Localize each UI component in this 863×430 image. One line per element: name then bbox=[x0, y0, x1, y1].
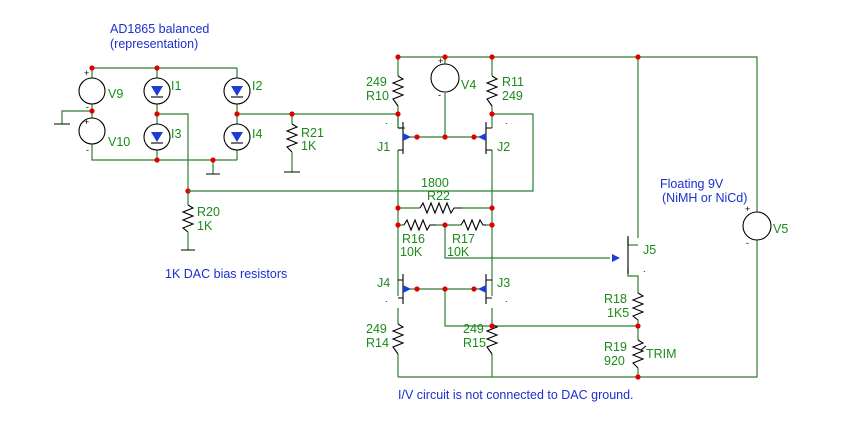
r15-label: R15 bbox=[463, 336, 486, 350]
i1-label: I1 bbox=[171, 79, 181, 93]
j3-dot: . bbox=[505, 294, 508, 304]
r19-resistor: R19 920 TRIM bbox=[604, 339, 677, 369]
dac-nodes bbox=[89, 65, 295, 194]
r16-label: R16 bbox=[402, 232, 425, 246]
j2-dot: . bbox=[505, 116, 508, 126]
r16-resistor: R16 10K bbox=[400, 218, 436, 259]
j1-dot: . bbox=[385, 116, 388, 126]
dac-bias-note: 1K DAC bias resistors bbox=[165, 267, 287, 281]
j4-label: J4 bbox=[377, 276, 390, 290]
r17-label: R17 bbox=[452, 232, 475, 246]
v4-plus: + bbox=[438, 56, 443, 66]
r21-resistor: R21 1K bbox=[285, 123, 324, 153]
r14-label: R14 bbox=[366, 336, 389, 350]
r20-label: R20 bbox=[197, 205, 220, 219]
j4-dot: . bbox=[385, 294, 388, 304]
v4-source: + - V4 bbox=[430, 56, 476, 100]
v9-plus: + bbox=[84, 68, 89, 78]
r15-resistor: 249 R15 bbox=[463, 322, 499, 355]
j2-jfet: J2 . bbox=[478, 116, 510, 154]
r18-value: 1K5 bbox=[607, 306, 629, 320]
title-line2: (representation) bbox=[110, 37, 198, 51]
title-line1: AD1865 balanced bbox=[110, 22, 209, 36]
i3-source: I3 bbox=[143, 123, 181, 151]
j1-jfet: J1 . bbox=[377, 116, 411, 154]
r10-value: 249 bbox=[366, 75, 387, 89]
r19-label: R19 bbox=[604, 340, 627, 354]
r10-resistor: 249 R10 bbox=[366, 75, 405, 107]
r21-value: 1K bbox=[301, 139, 317, 153]
r16-value: 10K bbox=[400, 245, 423, 259]
v9-source: + - V9 bbox=[78, 68, 123, 112]
r17-value: 10K bbox=[447, 245, 470, 259]
r22-label: R22 bbox=[427, 189, 450, 203]
i1-source: I1 bbox=[143, 77, 181, 105]
r22-resistor: 1800 R22 bbox=[419, 176, 462, 215]
j2-label: J2 bbox=[497, 140, 510, 154]
floating-note-line1: Floating 9V bbox=[660, 177, 724, 191]
floating-note-line2: (NiMH or NiCd) bbox=[662, 191, 747, 205]
r19-value: 920 bbox=[604, 354, 625, 368]
v10-label: V10 bbox=[108, 135, 130, 149]
r15-value: 249 bbox=[463, 322, 484, 336]
v10-plus: + bbox=[84, 117, 89, 127]
i2-label: I2 bbox=[252, 79, 262, 93]
annotations: AD1865 balanced (representation) 1K DAC … bbox=[110, 22, 747, 402]
r11-resistor: R11 249 bbox=[485, 75, 524, 107]
v5-label: V5 bbox=[773, 222, 788, 236]
r11-label: R11 bbox=[502, 75, 524, 89]
r11-value: 249 bbox=[502, 89, 523, 103]
v10-minus: - bbox=[86, 145, 89, 155]
v4-label: V4 bbox=[461, 78, 476, 92]
j5-jfet: J5 . bbox=[612, 236, 656, 274]
v9-minus: - bbox=[86, 102, 89, 112]
r14-resistor: 249 R14 bbox=[366, 322, 405, 355]
r10-label: R10 bbox=[366, 89, 389, 103]
v5-minus: - bbox=[746, 238, 749, 248]
j4-jfet: J4 . bbox=[377, 274, 411, 304]
iv-nodes bbox=[395, 54, 641, 380]
r20-value: 1K bbox=[197, 219, 213, 233]
dac-model: + - V9 + - V10 I1 I3 I bbox=[54, 65, 398, 251]
r17-resistor: R17 10K bbox=[447, 218, 486, 259]
r19-trim-label: TRIM bbox=[646, 347, 677, 361]
j3-jfet: J3 . bbox=[478, 274, 510, 304]
r20-resistor: R20 1K bbox=[181, 204, 220, 233]
j1-label: J1 bbox=[377, 140, 390, 154]
i4-label: I4 bbox=[252, 127, 262, 141]
v10-source: + - V10 bbox=[78, 117, 130, 155]
j5-dot: . bbox=[643, 264, 646, 274]
r14-value: 249 bbox=[366, 322, 387, 336]
j3-label: J3 bbox=[497, 276, 510, 290]
iv-ground-note: I/V circuit is not connected to DAC grou… bbox=[398, 388, 634, 402]
iv-circuit: 249 R10 R11 249 + - V4 J1 . J2 . bbox=[188, 54, 788, 380]
ground-symbols bbox=[54, 123, 300, 251]
r21-label: R21 bbox=[301, 126, 324, 140]
r22-value: 1800 bbox=[421, 176, 449, 190]
i4-source: I4 bbox=[223, 123, 262, 151]
v4-minus: - bbox=[438, 90, 441, 100]
i2-source: I2 bbox=[223, 77, 262, 105]
r18-resistor: R18 1K5 bbox=[604, 292, 645, 321]
v9-label: V9 bbox=[108, 87, 123, 101]
v5-plus: + bbox=[745, 204, 750, 214]
r18-label: R18 bbox=[604, 292, 627, 306]
i3-label: I3 bbox=[171, 127, 181, 141]
j5-label: J5 bbox=[643, 243, 656, 257]
v5-source: + - V5 bbox=[742, 204, 788, 248]
